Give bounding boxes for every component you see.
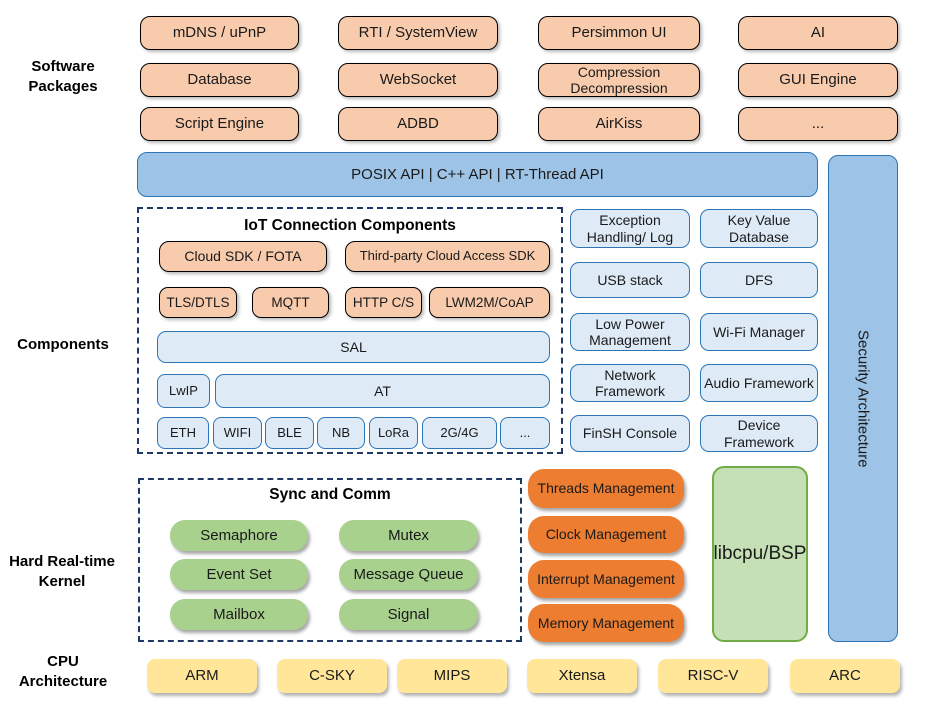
kernel-message-queue: Message Queue <box>339 559 478 590</box>
component-exception-handling-log: Exception Handling/ Log <box>570 209 690 248</box>
iot-link-2g4g: 2G/4G <box>422 417 497 449</box>
section-label-cpu-architecture: CPU Architecture <box>18 653 108 691</box>
kernel-clock-management: Clock Management <box>528 516 684 553</box>
iot-at-layer: AT <box>215 374 550 408</box>
kernel-semaphore: Semaphore <box>170 520 308 551</box>
package-compression-decompression: Compression Decompression <box>538 63 700 97</box>
iot-mqtt: MQTT <box>252 287 329 318</box>
iot-link-ble: BLE <box>265 417 314 449</box>
cpu-risc-v: RISC-V <box>658 659 768 693</box>
iot-link-eth: ETH <box>157 417 209 449</box>
kernel-event-set: Event Set <box>170 559 308 590</box>
component-usb-stack: USB stack <box>570 262 690 298</box>
component-audio-framework: Audio Framework <box>700 364 818 402</box>
package-script-engine: Script Engine <box>140 107 299 141</box>
cpu-xtensa: Xtensa <box>527 659 637 693</box>
cpu-arc: ARC <box>790 659 900 693</box>
component-device-framework: Device Framework <box>700 415 818 452</box>
iot-sal-layer: SAL <box>157 331 550 363</box>
cpu-arm: ARM <box>147 659 257 693</box>
package-ai: AI <box>738 16 898 50</box>
iot-connection-components-group: IoT Connection Components Cloud SDK / FO… <box>137 207 563 454</box>
kernel-interrupt-management: Interrupt Management <box>528 560 684 598</box>
component-network-framework: Network Framework <box>570 364 690 402</box>
api-bar: POSIX API | C++ API | RT-Thread API <box>137 152 818 197</box>
package-gui-engine: GUI Engine <box>738 63 898 97</box>
section-label-components: Components <box>17 336 109 353</box>
section-label-kernel: Hard Real-time Kernel <box>9 553 115 591</box>
kernel-mutex: Mutex <box>339 520 478 551</box>
component-finsh-console: FinSH Console <box>570 415 690 452</box>
package-database: Database <box>140 63 299 97</box>
iot-link-lora: LoRa <box>369 417 418 449</box>
security-architecture-bar: Security Architecture <box>828 155 898 642</box>
component-low-power-management: Low Power Management <box>570 313 690 351</box>
iot-lwip: LwIP <box>157 374 210 408</box>
iot-cloud-sdk-fota: Cloud SDK / FOTA <box>159 241 327 272</box>
package-mdns-upnp: mDNS / uPnP <box>140 16 299 50</box>
kernel-mailbox: Mailbox <box>170 599 308 630</box>
kernel-memory-management: Memory Management <box>528 604 684 642</box>
iot-link-nb: NB <box>317 417 365 449</box>
package-persimmon-ui: Persimmon UI <box>538 16 700 50</box>
iot-third-party-sdk: Third-party Cloud Access SDK <box>345 241 550 272</box>
kernel-libcpu-bsp: libcpu/BSP <box>712 466 808 642</box>
component-key-value-database: Key Value Database <box>700 209 818 248</box>
component-dfs: DFS <box>700 262 818 298</box>
package-adbd: ADBD <box>338 107 498 141</box>
section-label-software-packages: Software Packages <box>28 58 98 96</box>
package-airkiss: AirKiss <box>538 107 700 141</box>
component-wifi-manager: Wi-Fi Manager <box>700 313 818 351</box>
package-rti-systemview: RTI / SystemView <box>338 16 498 50</box>
iot-group-title: IoT Connection Components <box>244 217 456 234</box>
iot-http-cs: HTTP C/S <box>345 287 422 318</box>
kernel-signal: Signal <box>339 599 478 630</box>
iot-link-more: ... <box>500 417 550 449</box>
kernel-threads-management: Threads Management <box>528 469 684 508</box>
package-more: ... <box>738 107 898 141</box>
cpu-c-sky: C-SKY <box>277 659 387 693</box>
iot-tls-dtls: TLS/DTLS <box>159 287 237 318</box>
cpu-mips: MIPS <box>397 659 507 693</box>
iot-link-wifi: WIFI <box>213 417 262 449</box>
iot-lwm2m-coap: LWM2M/CoAP <box>429 287 550 318</box>
package-websocket: WebSocket <box>338 63 498 97</box>
sync-and-comm-group: Sync and Comm Semaphore Mutex Event Set … <box>138 478 522 642</box>
sync-group-title: Sync and Comm <box>269 486 391 503</box>
